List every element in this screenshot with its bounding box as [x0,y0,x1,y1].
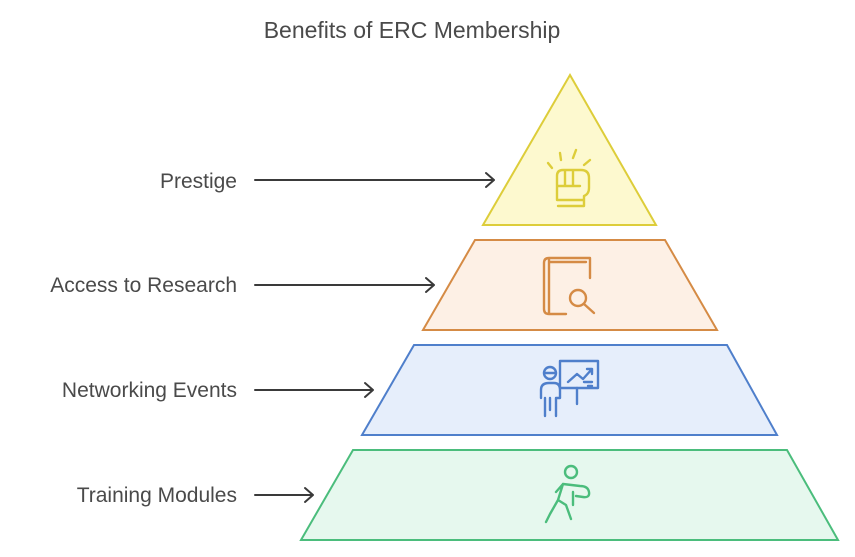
pyramid-level-networking-events: Networking Events [62,344,779,436]
pyramid-level-label: Prestige [160,170,237,193]
connector-arrow [254,487,314,503]
pyramid-level-access-to-research: Access to Research [50,239,719,331]
pyramid-tier-shape [421,239,719,331]
connector-arrow [254,277,435,293]
pyramid-level-label: Networking Events [62,379,237,402]
pyramid-level-prestige: Prestige [160,72,658,226]
fist-icon [546,148,592,208]
pyramid-tier-shape [481,72,658,226]
pyramid-tier-shape [299,449,840,541]
pyramid-level-label: Access to Research [50,274,237,297]
pyramid-level-label: Training Modules [77,484,237,507]
book-search-icon [542,256,596,316]
pyramid-tier-shape [360,344,779,436]
pyramid-level-training-modules: Training Modules [77,449,840,541]
diagram-title: Benefits of ERC Membership [264,17,561,43]
connector-arrow [254,172,495,188]
running-person-icon [544,464,591,524]
connector-arrow [254,382,374,398]
presenter-board-icon [539,359,600,418]
